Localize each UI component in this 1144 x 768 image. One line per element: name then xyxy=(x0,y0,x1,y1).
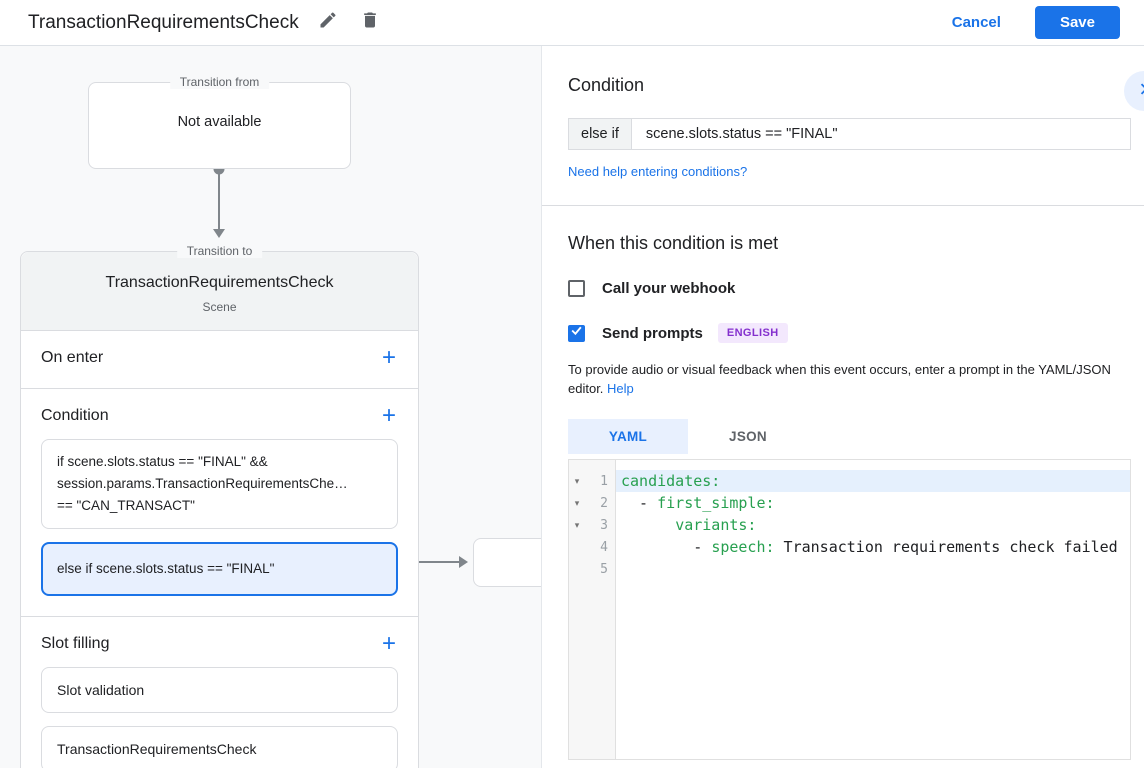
gutter-row: 5 xyxy=(569,558,615,580)
line-number: 4 xyxy=(600,539,608,555)
delete-button[interactable] xyxy=(359,12,381,34)
code-line[interactable]: candidates: xyxy=(616,470,1130,492)
on-enter-label: On enter xyxy=(41,349,104,366)
line-number: 1 xyxy=(600,473,608,489)
condition-expression-row: else if xyxy=(568,118,1131,150)
fold-arrow-icon[interactable]: ▾ xyxy=(574,519,580,530)
condition-line: session.params.TransactionRequirementsCh… xyxy=(57,476,348,491)
add-on-enter-button[interactable]: + xyxy=(381,344,396,371)
send-prompts-label: Send prompts xyxy=(602,324,703,342)
line-number: 2 xyxy=(600,495,608,511)
arrow-right-icon xyxy=(459,556,468,568)
gutter-row: 4 xyxy=(569,536,615,558)
tab-json[interactable]: JSON xyxy=(729,429,767,444)
language-badge: ENGLISH xyxy=(717,323,788,343)
code-line[interactable]: - speech: Transaction requirements check… xyxy=(621,538,1118,556)
scene-name: TransactionRequirementsCheck xyxy=(105,274,334,291)
condition-line: else if scene.slots.status == "FINAL" xyxy=(57,561,275,576)
transition-from-label: Transition from xyxy=(169,75,270,89)
slot-item-transaction[interactable]: TransactionRequirementsCheck xyxy=(41,726,398,768)
transition-from-card[interactable]: Transition from Not available xyxy=(88,75,351,169)
add-slot-button[interactable]: + xyxy=(381,630,396,657)
condition-item-2-selected[interactable]: else if scene.slots.status == "FINAL" xyxy=(41,542,398,596)
webhook-row: Call your webhook xyxy=(568,280,1131,297)
page-title: TransactionRequirementsCheck xyxy=(28,11,299,33)
panel-title: Condition xyxy=(568,75,645,95)
transition-to-label: Transition to xyxy=(176,244,263,258)
condition-editor-panel: Condition else if Need help entering con… xyxy=(541,46,1144,768)
condition-met-section: When this condition is met Call your web… xyxy=(542,206,1144,760)
arrow-down-icon xyxy=(213,229,225,238)
trash-icon xyxy=(360,10,380,35)
pencil-icon xyxy=(318,10,338,35)
webhook-checkbox[interactable] xyxy=(568,280,585,297)
top-bar: TransactionRequirementsCheck Cancel Save xyxy=(0,0,1144,46)
editor-code[interactable]: candidates: - first_simple: variants: - … xyxy=(616,460,1130,759)
chevron-right-icon xyxy=(1133,78,1144,105)
webhook-label: Call your webhook xyxy=(602,280,736,297)
line-number: 5 xyxy=(600,561,608,577)
gutter-row: ▾3 xyxy=(569,514,615,536)
slot-item-validation[interactable]: Slot validation xyxy=(41,667,398,713)
tab-yaml[interactable]: YAML xyxy=(568,419,688,454)
condition-line: if scene.slots.status == "FINAL" && xyxy=(57,454,268,469)
scene-type-label: Scene xyxy=(202,300,237,314)
condition-label: Condition xyxy=(41,407,109,424)
prompt-description-text: To provide audio or visual feedback when… xyxy=(568,362,1111,396)
scene-card-header[interactable]: TransactionRequirementsCheck Scene xyxy=(21,252,418,331)
cancel-button[interactable]: Cancel xyxy=(951,14,1001,31)
code-line[interactable]: variants: xyxy=(675,516,757,534)
condition-expression-input[interactable] xyxy=(631,119,1130,149)
on-enter-section: On enter + xyxy=(21,331,418,389)
condition-met-title: When this condition is met xyxy=(568,233,779,253)
condition-line: == "CAN_TRANSACT" xyxy=(57,498,195,513)
conditions-help-link[interactable]: Need help entering conditions? xyxy=(568,164,748,179)
transition-to-card: Transition to TransactionRequirementsChe… xyxy=(20,244,419,768)
condition-section: Condition + if scene.slots.status == "FI… xyxy=(21,389,418,617)
slot-filling-label: Slot filling xyxy=(41,635,110,652)
add-condition-button[interactable]: + xyxy=(381,402,396,429)
gutter-row: ▾1 xyxy=(569,470,615,492)
checkmark-icon xyxy=(570,324,583,342)
condition-item-1[interactable]: if scene.slots.status == "FINAL" && sess… xyxy=(41,439,398,529)
flow-canvas: Transition from Not available Transition… xyxy=(0,46,541,768)
collapse-panel-button[interactable] xyxy=(1124,71,1144,111)
gutter-row: ▾2 xyxy=(569,492,615,514)
condition-editor-header: Condition else if Need help entering con… xyxy=(542,46,1144,206)
slot-filling-section: Slot filling + Slot validation Transacti… xyxy=(21,617,418,768)
send-prompts-checkbox[interactable] xyxy=(568,324,585,342)
format-tabs: YAML JSON xyxy=(568,419,1131,454)
help-link[interactable]: Help xyxy=(607,381,634,396)
condition-prefix-label: else if xyxy=(569,119,632,149)
code-line[interactable]: - first_simple: xyxy=(621,494,775,512)
prompt-description: To provide audio or visual feedback when… xyxy=(568,360,1131,398)
line-number: 3 xyxy=(600,517,608,533)
edit-button[interactable] xyxy=(317,12,339,34)
code-line[interactable] xyxy=(616,558,1130,580)
fold-arrow-icon[interactable]: ▾ xyxy=(574,475,580,486)
save-button[interactable]: Save xyxy=(1034,6,1120,39)
send-prompts-row: Send prompts ENGLISH xyxy=(568,323,1131,343)
transition-from-value: Not available xyxy=(177,114,262,130)
transition-target-box[interactable] xyxy=(473,538,541,587)
fold-arrow-icon[interactable]: ▾ xyxy=(574,497,580,508)
